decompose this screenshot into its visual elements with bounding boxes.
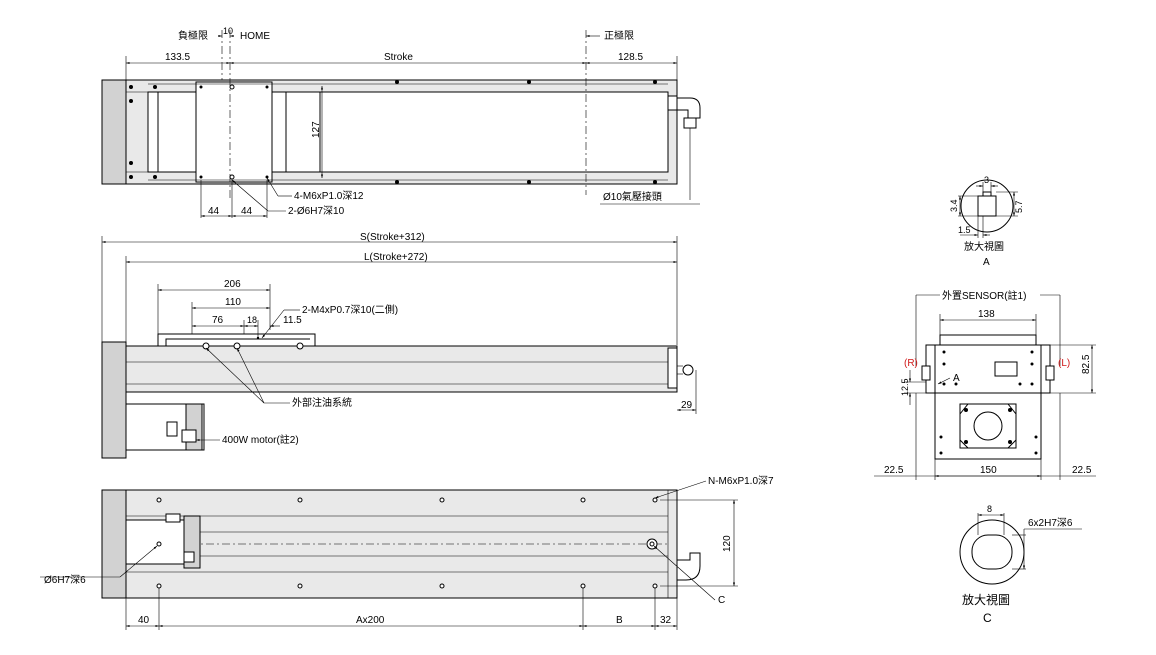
note-n-m6: N-M6xP1.0深7 xyxy=(708,475,774,487)
dim-12-5: 12.5 xyxy=(900,378,910,396)
dim-82-5: 82.5 xyxy=(1081,354,1092,374)
dim-22-5-left: 22.5 xyxy=(884,465,904,476)
dim-a-1-5: 1.5 xyxy=(958,225,971,235)
note-pin-6h7-6: Ø6H7深6 xyxy=(44,574,86,586)
dim-overall-s: S(Stroke+312) xyxy=(360,232,425,243)
dim-b: B xyxy=(616,615,623,626)
label-c: C xyxy=(718,595,725,606)
dim-110: 110 xyxy=(225,297,241,308)
dim-44-b: 44 xyxy=(241,206,253,217)
dim-120: 120 xyxy=(722,535,733,552)
dim-133-5: 133.5 xyxy=(165,52,190,63)
dim-40: 40 xyxy=(138,615,150,626)
dim-32: 32 xyxy=(660,615,672,626)
detail-a-letter: A xyxy=(983,257,990,268)
detail-c-title: 放大視圖 xyxy=(962,592,1010,607)
end-view-dimensions: 外置SENSOR(註1) 138 (R) (L) A 82.5 12.5 22.… xyxy=(874,290,1096,480)
side-view xyxy=(101,236,694,459)
dim-127: 127 xyxy=(311,121,322,138)
dim-a-3-4: 3.4 xyxy=(949,199,959,212)
dim-128-5: 128.5 xyxy=(618,52,643,63)
dim-10: 10 xyxy=(223,26,233,36)
bottom-view-dimensions: N-M6xP1.0深7 120 C Ø6H7深6 40 Ax200 B 32 xyxy=(40,475,774,630)
dim-206: 206 xyxy=(224,279,241,290)
dim-length-l: L(Stroke+272) xyxy=(364,252,428,263)
detail-c: 8 6x2H7深6 放大視圖 C xyxy=(959,504,1082,625)
dim-29: 29 xyxy=(681,400,693,411)
dim-ax200: Ax200 xyxy=(356,615,385,626)
detail-a-title: 放大視圖 xyxy=(964,240,1004,253)
note-external-sensor: 外置SENSOR(註1) xyxy=(942,290,1026,302)
detail-c-letter: C xyxy=(983,611,992,625)
note-air-fitting: Ø10氣壓接頭 xyxy=(603,190,662,203)
dim-18: 18 xyxy=(247,315,257,325)
detail-a: 3 3.4 5.7 1.5 放大視圖 A xyxy=(949,175,1024,268)
note-m4-tap: 2-M4xP0.7深10(二側) xyxy=(302,303,398,316)
label-a: A xyxy=(953,373,960,384)
side-view-dimensions: S(Stroke+312) L(Stroke+272) 206 110 76 1… xyxy=(157,232,697,446)
dim-138: 138 xyxy=(978,309,995,320)
dim-44-a: 44 xyxy=(208,206,220,217)
neg-limit-label: 負極限 xyxy=(178,29,208,42)
note-pin-6h7: 2-Ø6H7深10 xyxy=(288,205,345,217)
top-view xyxy=(101,30,701,200)
note-c-6x2h7: 6x2H7深6 xyxy=(1028,517,1073,529)
dim-stroke: Stroke xyxy=(384,52,413,63)
dim-22-5-right: 22.5 xyxy=(1072,465,1092,476)
label-r: (R) xyxy=(904,358,918,369)
top-view-dimensions: 負極限 10 HOME 正極限 133.5 Stroke 128.5 127 4… xyxy=(125,26,700,218)
dim-150: 150 xyxy=(980,465,997,476)
end-view xyxy=(921,334,1055,460)
dim-a-3: 3 xyxy=(984,175,989,185)
note-motor: 400W motor(註2) xyxy=(222,434,299,446)
home-label: HOME xyxy=(240,31,270,42)
dim-11-5: 11.5 xyxy=(283,315,302,326)
label-l: (L) xyxy=(1058,358,1070,369)
bottom-view xyxy=(101,489,701,599)
note-oil-system: 外部注油系統 xyxy=(292,396,352,409)
dim-a-5-7: 5.7 xyxy=(1014,200,1024,213)
dim-c-8: 8 xyxy=(987,504,992,514)
dim-76: 76 xyxy=(212,315,224,326)
pos-limit-label: 正極限 xyxy=(604,29,634,42)
note-tap-m6: 4-M6xP1.0深12 xyxy=(294,190,364,202)
